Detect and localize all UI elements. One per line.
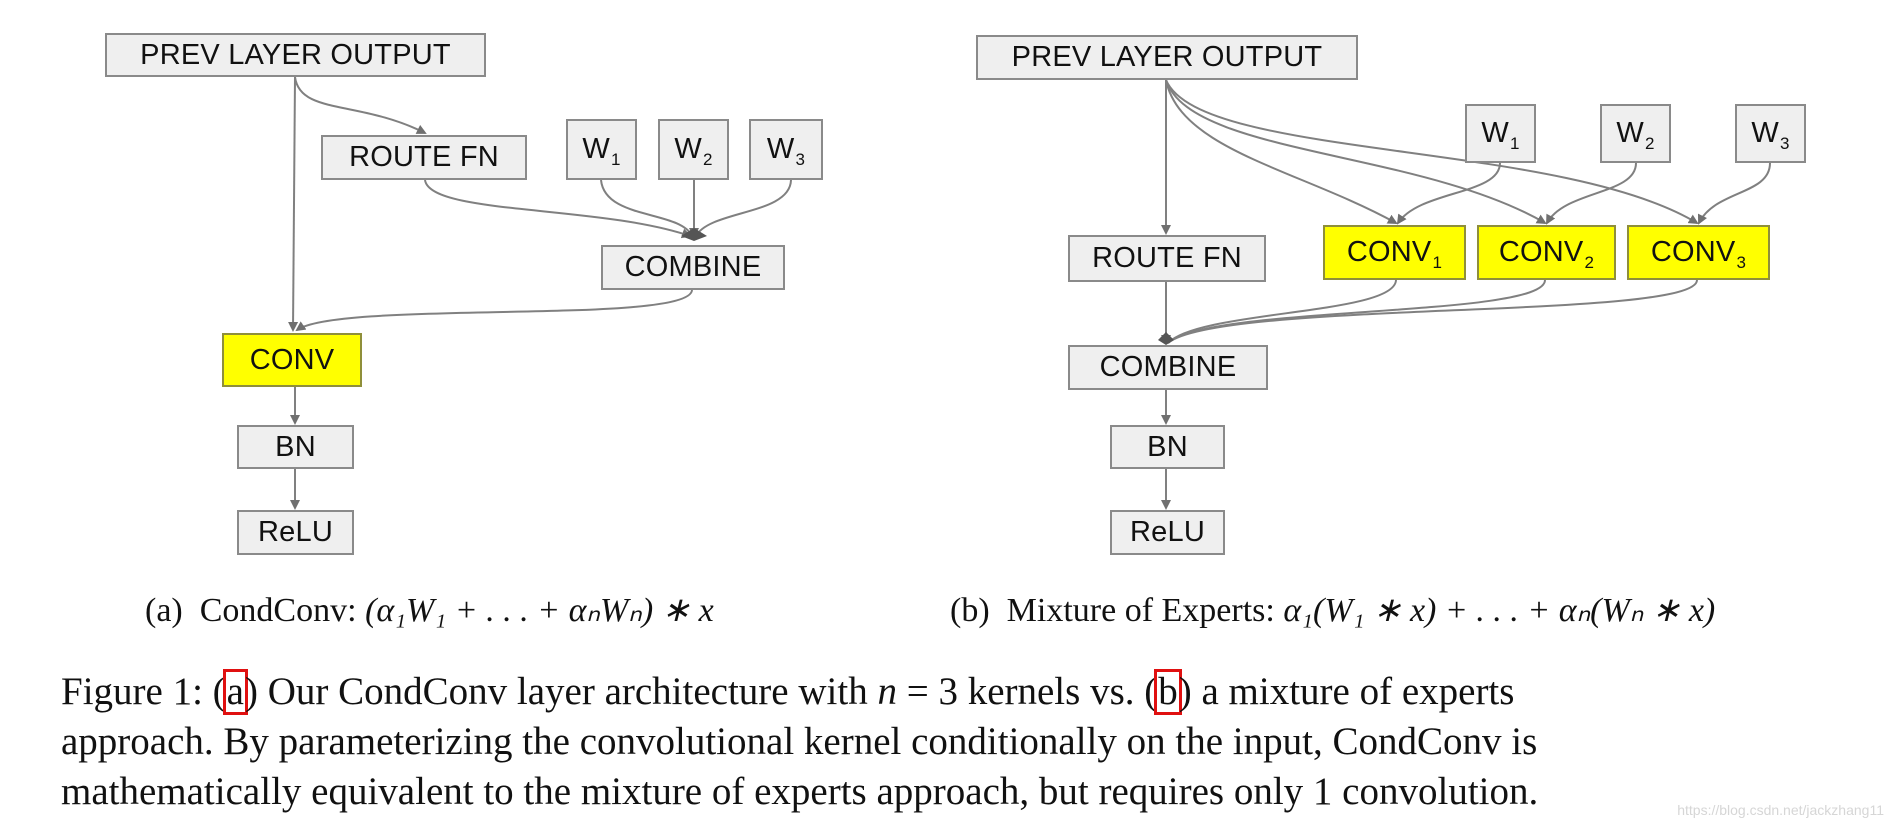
b-route-fn-label: ROUTE FN xyxy=(1092,242,1242,274)
caption-a-text: CondConv: xyxy=(199,592,357,629)
edge-b-prev-to-conv1 xyxy=(1165,79,1398,224)
merge-point-a xyxy=(681,228,707,241)
b-conv2-subscript: 2 xyxy=(1584,252,1595,272)
b-w1-label: W xyxy=(1481,117,1509,149)
b-prev-layer-output-box: PREV LAYER OUTPUT xyxy=(976,35,1358,80)
b-prev-layer-output-label: PREV LAYER OUTPUT xyxy=(1011,41,1323,73)
caption-a: (a) CondConv: (α₁W₁ + . . . + αₙWₙ) ∗ x xyxy=(145,590,714,630)
b-conv2-label: CONV xyxy=(1498,236,1584,268)
b-w3-label: W xyxy=(1751,117,1779,149)
b-bn-box: BN xyxy=(1110,425,1225,469)
a-combine-box: COMBINE xyxy=(601,245,785,290)
a-w1-label: W xyxy=(582,133,610,165)
figure-caption-line2: approach. By parameterizing the convolut… xyxy=(61,720,1538,763)
b-w2-label: W xyxy=(1616,117,1644,149)
edge-b-conv3-to-combine xyxy=(1167,279,1698,344)
edge-b-conv1-to-combine xyxy=(1167,279,1397,344)
a-prev-layer-output-box: PREV LAYER OUTPUT xyxy=(105,33,486,77)
caption-a-formula: (α₁W₁ + . . . + αₙWₙ) ∗ x xyxy=(365,592,714,629)
caption-b-label: (b) xyxy=(950,592,990,629)
b-route-fn-box: ROUTE FN xyxy=(1068,235,1266,282)
b-conv1-label: CONV xyxy=(1346,236,1432,268)
caption-b-formula: α₁(W₁ ∗ x) + . . . + αₙ(Wₙ ∗ x) xyxy=(1283,592,1716,629)
caption-a-label: (a) xyxy=(145,592,183,629)
a-prev-layer-output-label: PREV LAYER OUTPUT xyxy=(140,38,451,71)
watermark: https://blog.csdn.net/jackzhang11 xyxy=(1677,802,1884,818)
a-w1-subscript: 1 xyxy=(610,149,621,169)
b-conv1-subscript: 1 xyxy=(1432,252,1443,272)
figure-caption-line1: Figure 1: (a) Our CondConv layer archite… xyxy=(61,666,1841,717)
edge-a-w1-to-combine xyxy=(600,179,693,237)
b-combine-label: COMBINE xyxy=(1099,351,1237,383)
edge-a-combine-to-conv xyxy=(295,289,693,332)
edge-b-conv2-to-combine xyxy=(1167,279,1546,344)
figure-caption-part1: Figure 1: ( xyxy=(61,670,226,713)
a-combine-label: COMBINE xyxy=(624,251,762,283)
a-route-fn-label: ROUTE FN xyxy=(349,141,499,173)
a-bn-label: BN xyxy=(275,430,316,463)
caption-b-text: Mixture of Experts: xyxy=(1006,592,1275,629)
a-w3-label: W xyxy=(766,133,795,165)
b-conv3-subscript: 3 xyxy=(1736,252,1747,272)
a-route-fn-box: ROUTE FN xyxy=(321,135,527,180)
a-conv-label: CONV xyxy=(249,343,335,376)
b-relu-box: ReLU xyxy=(1110,510,1225,555)
edge-b-w1-to-conv1 xyxy=(1396,162,1501,225)
figure-caption-part3: = 3 kernels vs. ( xyxy=(896,670,1158,713)
edge-b-w2-to-conv2 xyxy=(1546,162,1637,225)
figure-ref-a-link[interactable]: a xyxy=(222,669,248,715)
figure-ref-b-link[interactable]: b xyxy=(1154,669,1182,715)
a-bn-box: BN xyxy=(237,425,354,469)
edge-a-prev-to-conv xyxy=(288,76,299,332)
b-w3-subscript: 3 xyxy=(1779,133,1790,153)
a-relu-label: ReLU xyxy=(258,516,333,548)
figure-caption-math-n: n xyxy=(877,670,897,713)
edge-a-w3-to-combine xyxy=(695,179,792,237)
b-w2-subscript: 2 xyxy=(1644,133,1655,153)
a-conv-box: CONV xyxy=(222,333,362,387)
merge-point-b xyxy=(1158,332,1174,345)
figure-caption-part4: ) a mixture of experts xyxy=(1178,670,1515,713)
b-conv3-label: CONV xyxy=(1650,236,1736,268)
b-combine-box: COMBINE xyxy=(1068,345,1268,390)
edge-a-prev-to-route xyxy=(294,76,427,134)
b-relu-label: ReLU xyxy=(1130,516,1205,548)
edge-b-w3-to-conv3 xyxy=(1698,162,1771,225)
a-w3-subscript: 3 xyxy=(795,149,806,169)
a-w2-label: W xyxy=(674,133,702,165)
edge-a-route-to-combine xyxy=(424,179,692,239)
b-bn-label: BN xyxy=(1147,430,1188,463)
edge-b-prev-to-conv3 xyxy=(1165,79,1699,225)
figure-caption-line3: mathematically equivalent to the mixture… xyxy=(61,770,1539,813)
a-relu-box: ReLU xyxy=(237,510,354,555)
figure-caption-part2: ) Our CondConv layer architecture with xyxy=(244,670,878,713)
b-w1-subscript: 1 xyxy=(1509,133,1520,153)
caption-b: (b) Mixture of Experts: α₁(W₁ ∗ x) + . .… xyxy=(950,590,1715,630)
edge-b-prev-to-conv2 xyxy=(1165,79,1547,225)
a-w2-subscript: 2 xyxy=(702,149,713,169)
